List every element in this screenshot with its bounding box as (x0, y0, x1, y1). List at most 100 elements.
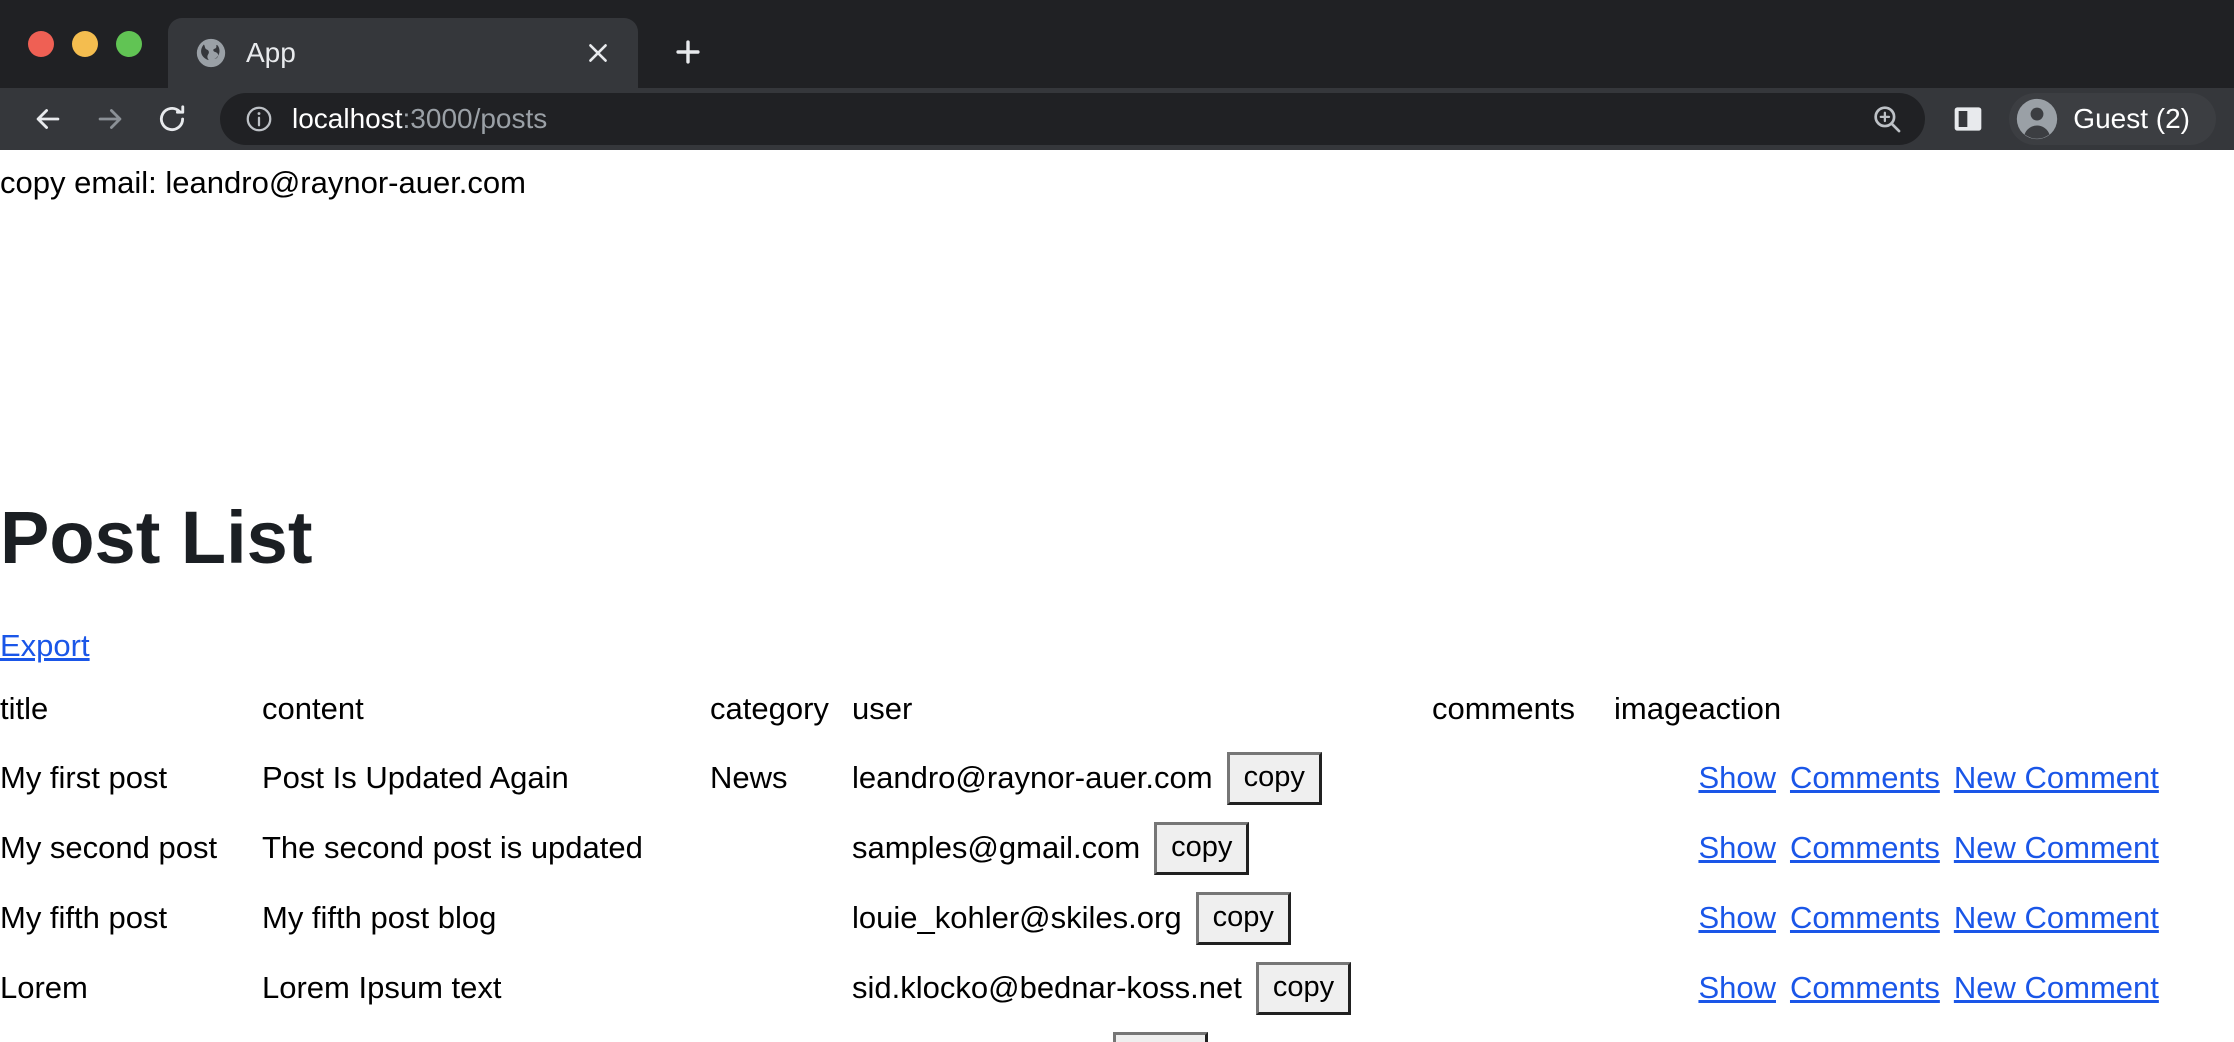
cell-action: Show Comments New Comment (1698, 743, 2234, 813)
user-email: leandro@raynor-auer.com (852, 760, 1213, 795)
user-email: rickie@casper.net (852, 1040, 1099, 1042)
copy-email-status: copy email: leandro@raynor-auer.com (0, 165, 526, 200)
cell-user: leandro@raynor-auer.com copy (852, 743, 1432, 813)
show-link[interactable]: Show (1698, 760, 1776, 795)
browser-toolbar: localhost:3000/posts (0, 88, 2234, 150)
copy-button[interactable]: copy (1154, 821, 1250, 875)
cell-image (1614, 1023, 1698, 1042)
profile-button[interactable]: Guest (2) (2009, 93, 2216, 145)
zoom-in-icon[interactable] (1867, 99, 1907, 139)
table-row: Lorem Lorem 2 rickie@casper.net copy (0, 1023, 2234, 1042)
cell-user: sid.klocko@bednar-koss.net copy (852, 953, 1432, 1023)
column-header-image: image (1614, 691, 1699, 726)
globe-icon (194, 36, 228, 70)
cell-title: Lorem (0, 1023, 262, 1042)
new-comment-link[interactable]: New Comment (1953, 760, 2159, 795)
user-email: samples@gmail.com (852, 830, 1141, 865)
cell-image (1614, 883, 1698, 953)
cell-category: News (710, 760, 788, 795)
table-row: My second post The second post is update… (0, 813, 2234, 883)
cell-user: samples@gmail.com copy (852, 813, 1432, 883)
new-comment-link[interactable]: New Comment (1953, 830, 2159, 865)
show-link[interactable]: Show (1698, 1040, 1776, 1042)
post-list-table: title content category user comments ima… (0, 675, 2234, 1042)
show-link[interactable]: Show (1698, 900, 1776, 935)
user-email: sid.klocko@bednar-koss.net (852, 970, 1242, 1005)
tab-title: App (246, 37, 296, 68)
cell-title: Lorem (0, 970, 88, 1005)
copy-button[interactable]: copy (1112, 1031, 1209, 1042)
copy-button[interactable]: copy (1195, 891, 1291, 945)
address-bar[interactable]: localhost:3000/posts (220, 93, 1926, 145)
table-header-row: title content category user comments ima… (0, 675, 2234, 743)
browser-tab-app[interactable]: App (168, 18, 638, 88)
cell-category (710, 953, 852, 1023)
cell-category (710, 883, 852, 953)
person-avatar-icon (2015, 97, 2059, 141)
new-comment-link[interactable]: New Comment (1954, 1040, 2159, 1042)
cell-category (710, 1023, 852, 1042)
copy-button[interactable]: copy (1226, 751, 1322, 805)
column-header-content: content (262, 691, 364, 726)
user-email: louie_kohler@skiles.org (852, 900, 1182, 935)
cell-content: The second post is updated (262, 830, 643, 865)
url-path: :3000/posts (402, 103, 548, 134)
info-circle-icon[interactable] (244, 104, 274, 134)
reload-icon[interactable] (144, 91, 200, 147)
cell-action: Show Comments New Comment (1698, 883, 2234, 953)
cell-content: Lorem 2 (262, 1023, 710, 1042)
cell-content: Post Is Updated Again (262, 760, 569, 795)
export-link[interactable]: Export (0, 628, 90, 663)
comments-link[interactable]: Comments (1789, 830, 1940, 865)
comments-link[interactable]: Comments (1789, 970, 1940, 1005)
cell-title: My first post (0, 760, 168, 795)
page-viewport: copy email: leandro@raynor-auer.com Post… (0, 150, 2234, 1042)
cell-action: Show Comments New Comment (1698, 953, 2234, 1023)
column-header-category: category (710, 691, 829, 726)
cell-user: louie_kohler@skiles.org copy (852, 883, 1432, 953)
column-header-action: action (1698, 691, 1782, 726)
cell-category (710, 813, 852, 883)
cell-image (1614, 813, 1698, 883)
new-comment-link[interactable]: New Comment (1953, 900, 2159, 935)
url-host: localhost (292, 103, 403, 134)
cell-comments (1432, 883, 1614, 953)
comments-link[interactable]: Comments (1789, 760, 1940, 795)
column-header-user: user (852, 691, 913, 726)
cell-action: Show Comments New Comment (1698, 1023, 2234, 1042)
comments-link[interactable]: Comments (1789, 900, 1940, 935)
tab-strip: App (0, 0, 2234, 88)
profile-label: Guest (2) (2073, 103, 2190, 134)
cell-action: Show Comments New Comment (1698, 813, 2234, 883)
show-link[interactable]: Show (1698, 970, 1776, 1005)
cell-content: My fifth post blog (262, 900, 497, 935)
cell-user: rickie@casper.net copy (852, 1023, 1432, 1042)
cell-comments (1432, 953, 1614, 1023)
close-icon[interactable] (580, 35, 616, 71)
cell-comments (1432, 743, 1614, 813)
minimize-window-button[interactable] (72, 31, 98, 57)
table-row: My first post Post Is Updated Again News… (0, 743, 2234, 813)
new-comment-link[interactable]: New Comment (1953, 970, 2159, 1005)
cell-image (1614, 953, 1698, 1023)
page-content: copy email: leandro@raynor-auer.com Post… (0, 150, 2234, 1042)
comments-link[interactable]: Comments (1790, 1040, 1940, 1042)
cell-content: Lorem Ipsum text (262, 970, 502, 1005)
table-row: Lorem Lorem Ipsum text sid.klocko@bednar… (0, 953, 2234, 1023)
split-view-icon[interactable] (1945, 96, 1991, 142)
cell-comments (1432, 1023, 1614, 1042)
table-header: title content category user comments ima… (0, 675, 2234, 743)
copy-button[interactable]: copy (1255, 961, 1352, 1015)
table-body: My first post Post Is Updated Again News… (0, 743, 2234, 1042)
maximize-window-button[interactable] (116, 31, 142, 57)
cell-image (1614, 743, 1698, 813)
forward-arrow-icon[interactable] (82, 91, 138, 147)
close-window-button[interactable] (28, 31, 54, 57)
show-link[interactable]: Show (1698, 830, 1776, 865)
cell-title: My second post (0, 830, 218, 865)
new-tab-button[interactable] (660, 24, 716, 80)
column-header-title: title (0, 691, 49, 726)
url-text: localhost:3000/posts (292, 103, 1849, 135)
back-arrow-icon[interactable] (20, 91, 76, 147)
